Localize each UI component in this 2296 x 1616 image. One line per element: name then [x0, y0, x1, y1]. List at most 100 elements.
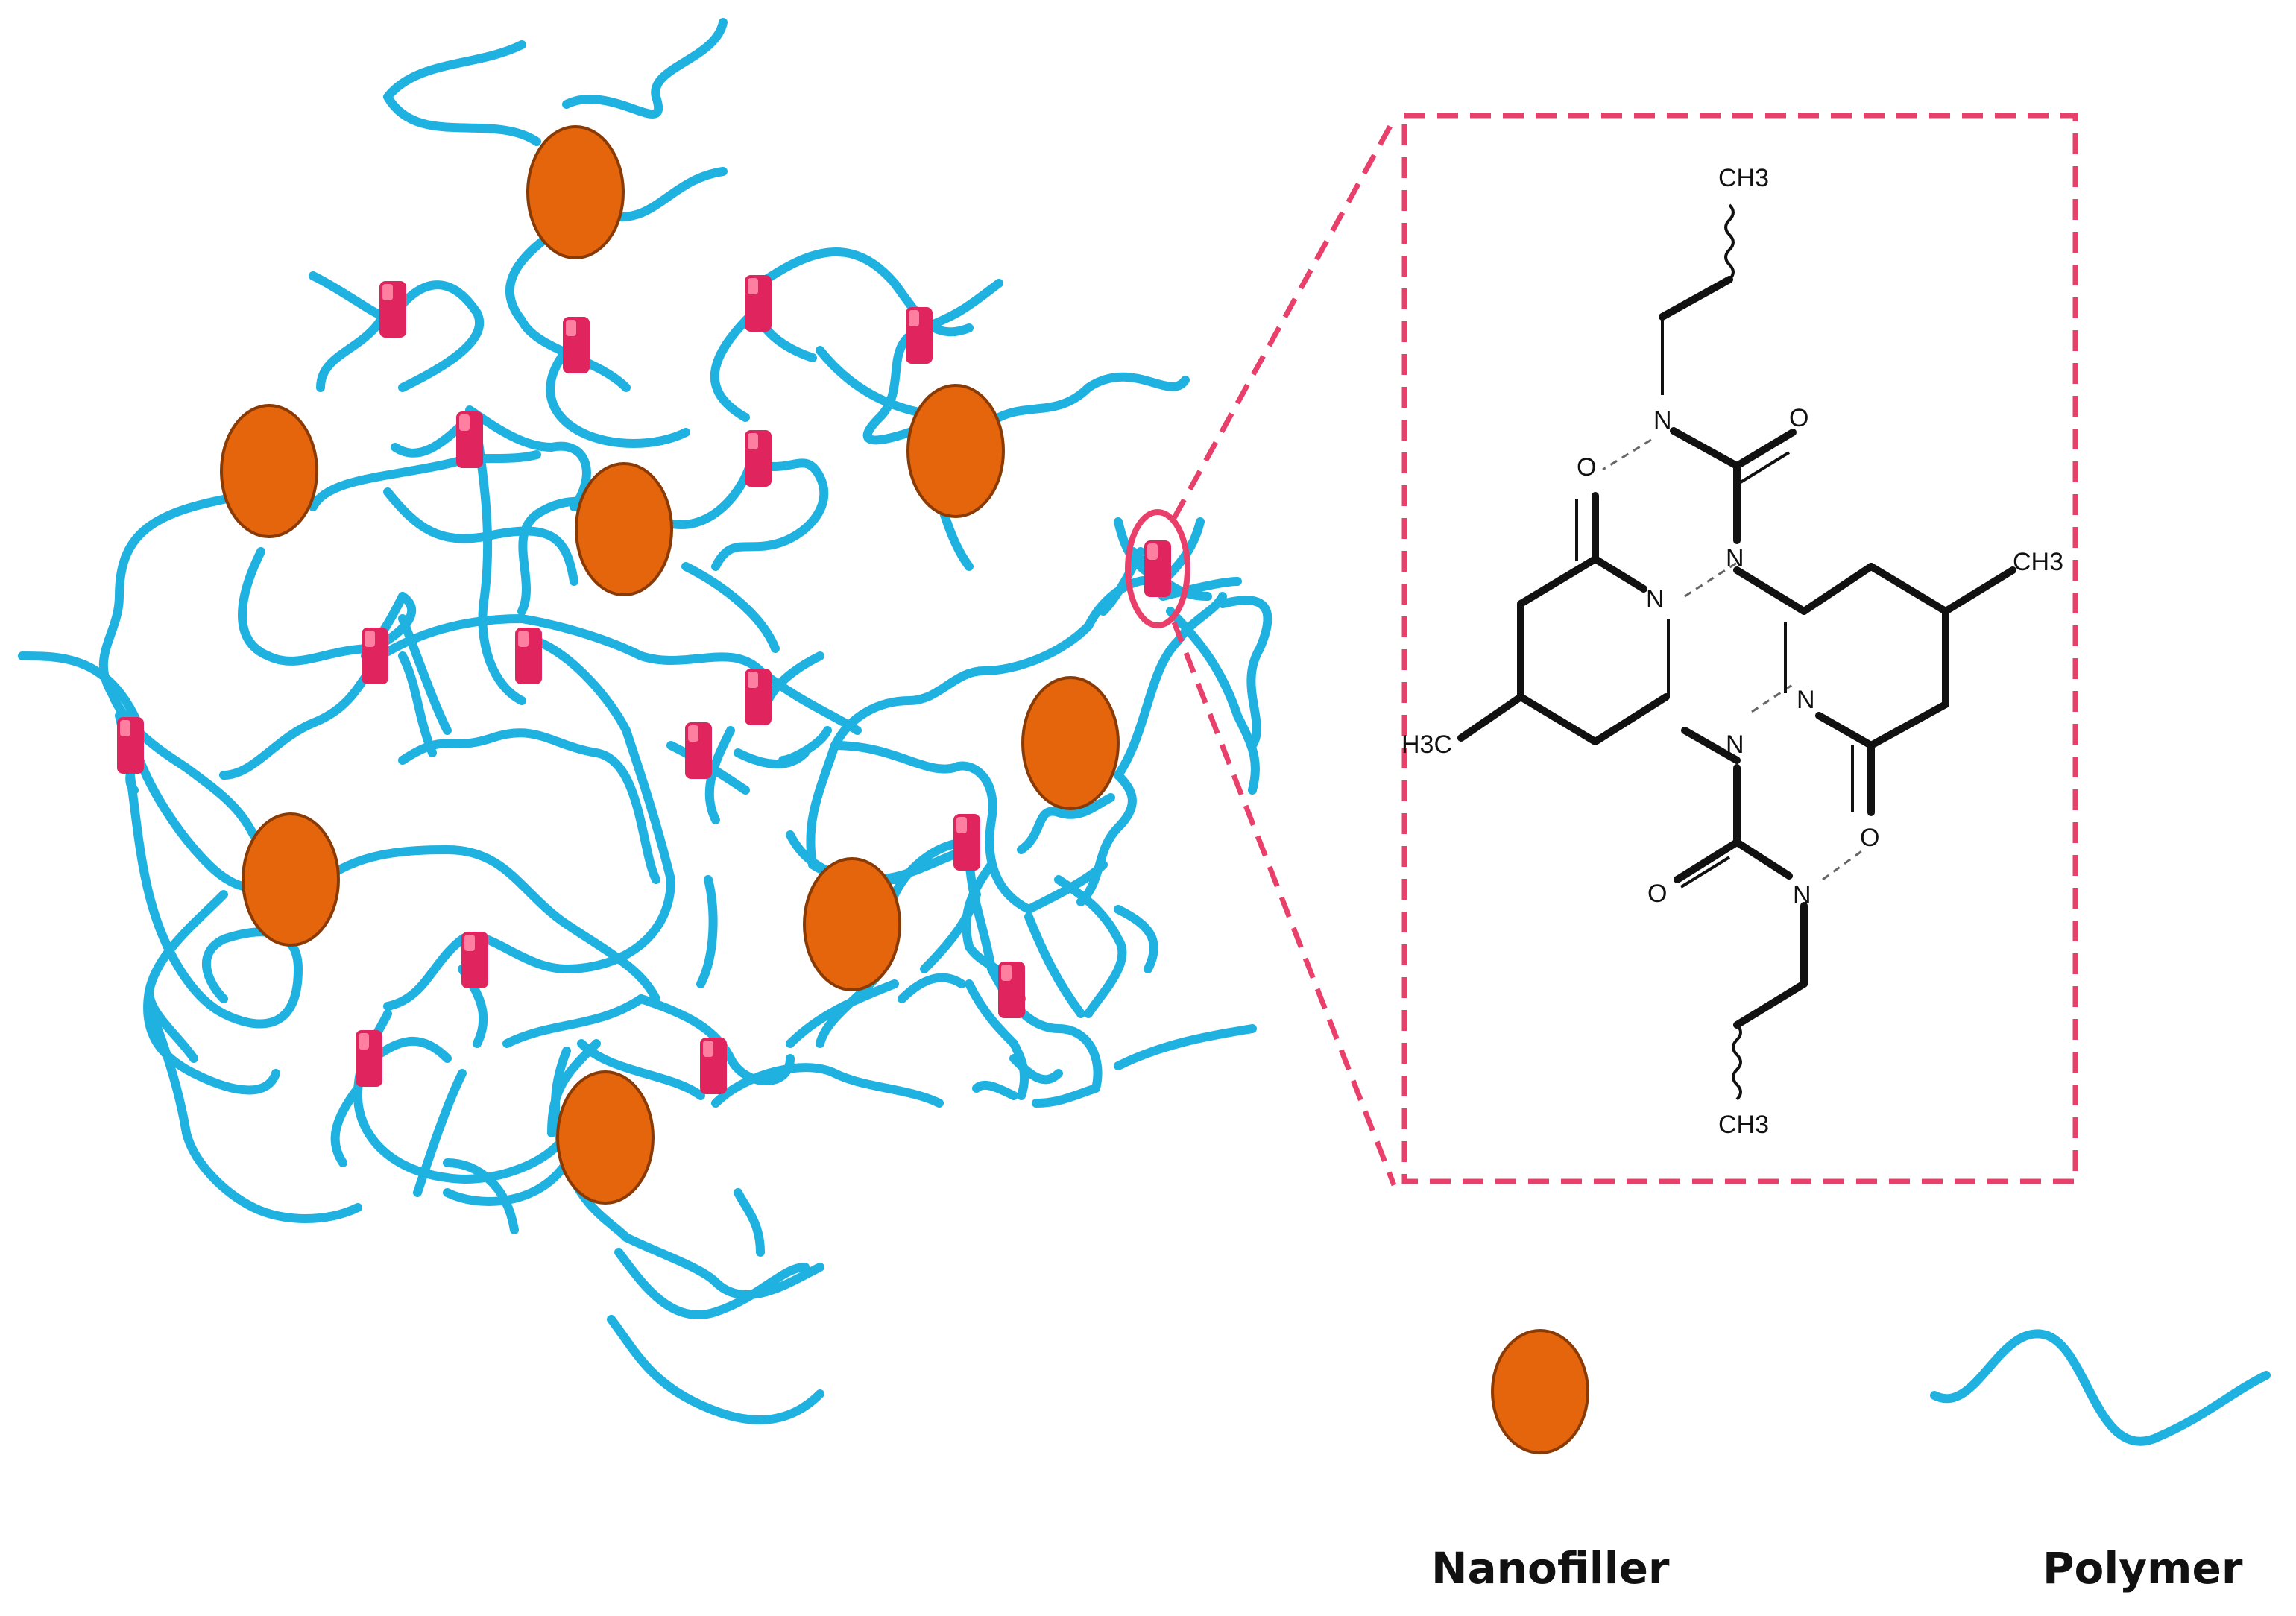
polymer-chain	[1114, 592, 1227, 780]
atom-n: N	[1793, 881, 1811, 909]
nanofiller-particle	[220, 404, 318, 538]
polymer-chain	[806, 741, 839, 869]
polymer-chain	[1076, 771, 1137, 906]
polymer-chain	[898, 973, 966, 1003]
legend-polymer: Polymer	[1930, 1329, 2271, 1594]
crosslink-unit	[745, 669, 772, 725]
polymer-chain	[1017, 793, 1115, 854]
atom-n: N	[1726, 730, 1744, 759]
polymer-chain	[1218, 596, 1272, 750]
polymer-chain	[502, 994, 646, 1048]
atom-h3c-left: H3C	[1401, 730, 1452, 759]
polymer-legend-icon	[1930, 1329, 2271, 1446]
crosslink-unit	[1144, 540, 1171, 597]
legend: Nanofiller Polymer	[1431, 1329, 2271, 1594]
polymer-chain	[994, 372, 1190, 422]
polymer-chain	[577, 1039, 705, 1100]
nanofiller-particle	[242, 812, 340, 947]
polymer-chain	[383, 40, 541, 146]
polymer-chain	[473, 428, 526, 705]
nanofillers	[220, 125, 1120, 1205]
polymer-chain	[756, 247, 974, 337]
nanofiller-legend-icon	[1491, 1329, 1589, 1454]
atom-n: N	[1797, 686, 1815, 714]
crosslink-unit	[461, 932, 488, 988]
polymer-chain	[145, 1002, 258, 1212]
polymer-chain	[1114, 905, 1158, 973]
polymer-chain	[704, 726, 735, 824]
polymer-chain	[98, 495, 228, 698]
polymer-chain	[413, 1069, 467, 1197]
polymer-chain	[734, 1188, 765, 1257]
atom-n: N	[1653, 406, 1672, 435]
crosslink-unit	[515, 628, 542, 684]
polymer-chain	[637, 994, 795, 1085]
atom-o: O	[1647, 880, 1667, 908]
polymer-chain	[830, 741, 1033, 914]
crosslink-unit	[379, 281, 406, 338]
polymer-chain	[398, 614, 452, 735]
polymer-chain	[398, 728, 660, 884]
zoom-projection	[1171, 113, 2078, 1187]
polymer-chain	[238, 547, 377, 666]
polymer-chain	[443, 1158, 519, 1234]
crosslink-unit	[362, 628, 388, 684]
crosslink-unit	[998, 962, 1025, 1018]
atom-o: O	[1577, 453, 1596, 482]
polymer-chain	[219, 651, 385, 780]
molecule-structure	[1457, 203, 2016, 1101]
polymer-chain	[547, 1039, 601, 1137]
nanofiller-particle	[803, 857, 901, 991]
polymer-chain	[696, 875, 718, 988]
crosslink-unit	[745, 275, 772, 332]
polymer-network	[18, 18, 1272, 1424]
polymer-chain	[115, 711, 303, 1029]
legend-polymer-label: Polymer	[2043, 1543, 2243, 1594]
crosslink-unit	[563, 317, 590, 373]
polymer-chain	[532, 637, 675, 884]
polymer-chain	[143, 890, 280, 1095]
polymer-chain	[830, 575, 1167, 750]
crosslink-unit	[356, 1030, 382, 1087]
atom-ch3-top: CH3	[1718, 164, 1769, 192]
polymer-chain	[622, 1233, 824, 1300]
polymer-chain	[711, 458, 829, 571]
zoom-highlight-ring	[1125, 509, 1190, 628]
polymer-chain	[681, 562, 780, 653]
atom-n: N	[1726, 544, 1744, 572]
polymer-chain	[383, 875, 675, 1011]
nanofiller-particle	[556, 1070, 655, 1205]
atom-ch3-right: CH3	[2013, 548, 2063, 576]
polymer-chain	[1032, 1084, 1100, 1108]
polymer-chain	[972, 1080, 1018, 1100]
polymer-chain	[505, 219, 631, 392]
polymer-chain	[1099, 547, 1145, 616]
polymer-chain	[711, 1063, 944, 1108]
polymer-chain	[778, 726, 832, 765]
crosslink-unit	[906, 307, 933, 364]
polymer-chain	[1114, 1024, 1257, 1070]
crosslinks	[117, 275, 1190, 1094]
crosslink-unit	[953, 814, 980, 871]
crosslink-unit	[685, 722, 712, 779]
polymer-chain	[145, 987, 198, 1063]
polymer-chain	[316, 301, 392, 392]
polymer-chain	[368, 1036, 452, 1063]
polymer-chain	[465, 405, 591, 511]
polymer-chain	[607, 1315, 824, 1424]
polymer-chain	[546, 346, 690, 448]
crosslink-unit	[700, 1038, 727, 1094]
polymer-chain	[398, 651, 437, 757]
polymer-chain	[607, 167, 728, 222]
polymer-chain	[330, 1084, 362, 1167]
atom-ch3-bottom: CH3	[1718, 1111, 1769, 1139]
legend-nanofiller: Nanofiller	[1431, 1329, 1670, 1594]
crosslink-unit	[117, 717, 144, 774]
polymer-chain	[1009, 1054, 1063, 1085]
atom-o: O	[1860, 824, 1879, 852]
polymer-chain	[614, 1248, 810, 1319]
zoom-frame	[1401, 113, 2078, 1184]
polymer-chain	[1084, 935, 1127, 1018]
legend-nanofiller-label: Nanofiller	[1431, 1543, 1670, 1594]
